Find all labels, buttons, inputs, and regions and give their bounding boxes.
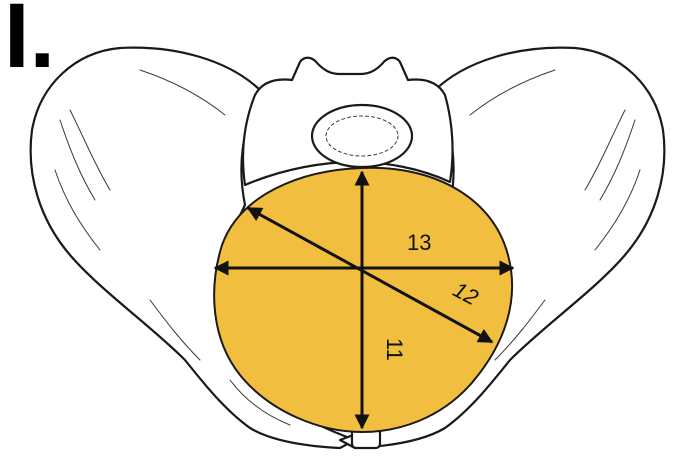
- vertebral-body: [312, 105, 412, 167]
- anteroposterior-label: 11: [382, 338, 407, 361]
- transverse-label: 13: [407, 230, 431, 255]
